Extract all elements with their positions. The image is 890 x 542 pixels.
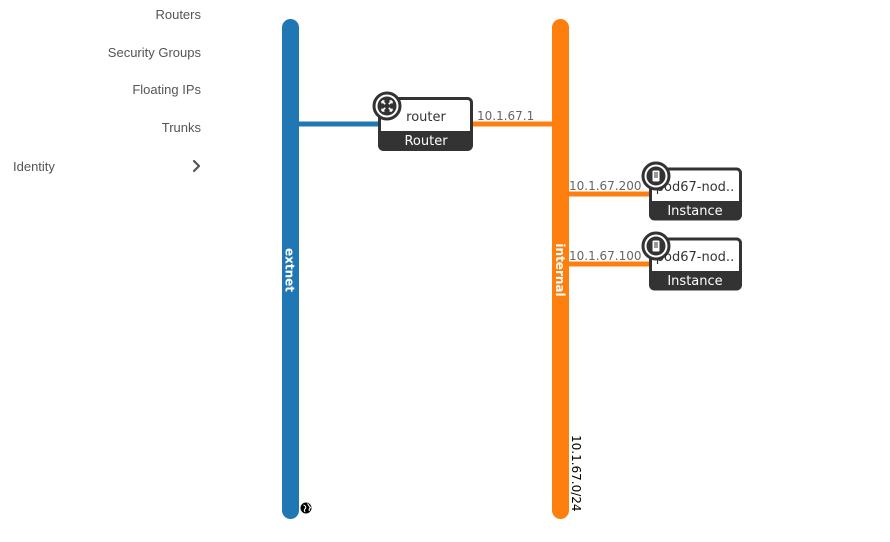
network-bar[interactable] [282, 19, 299, 519]
instance-type-label: Instance [667, 274, 722, 289]
network-label: extnet [283, 248, 297, 292]
instance-node[interactable]: pod67-nod.. Instance [641, 161, 742, 221]
network-cidr: 10.1.67.0/24 [569, 435, 583, 512]
router-name: router [406, 110, 446, 125]
router-icon [372, 91, 402, 121]
sidebar-item-floating-ips[interactable]: Floating IPs [132, 82, 201, 97]
network-internal[interactable]: internal 10.1.67.0/24 [552, 19, 583, 519]
sidebar-item-label: Routers [155, 7, 201, 22]
instance-node[interactable]: pod67-nod.. Instance [641, 231, 742, 291]
sidebar-item-routers[interactable]: Routers [155, 7, 201, 22]
sidebar-item-label: Security Groups [107, 45, 201, 60]
topology-canvas: extnet internal 10.1.67.0/24 10.1.67.1 1… [215, 0, 890, 542]
chevron-right-icon [192, 159, 201, 173]
globe-icon [300, 502, 312, 514]
router-type-label: Router [404, 134, 448, 149]
server-icon [641, 161, 671, 191]
router-port-ip: 10.1.67.1 [477, 109, 534, 123]
network-label: internal [553, 243, 567, 296]
router-node[interactable]: router Router [372, 91, 473, 151]
topology-graph: extnet internal 10.1.67.0/24 10.1.67.1 1… [282, 19, 742, 519]
instance-port-ip: 10.1.67.200 [569, 179, 642, 193]
sidebar: Routers Security Groups Floating IPs Tru… [0, 0, 215, 542]
sidebar-item-trunks[interactable]: Trunks [162, 120, 201, 135]
sidebar-item-security-groups[interactable]: Security Groups [108, 45, 201, 60]
server-icon [641, 231, 671, 261]
instance-name: pod67-nod.. [656, 250, 734, 265]
network-bar[interactable] [552, 19, 569, 519]
instance-name: pod67-nod.. [656, 180, 734, 195]
sidebar-section-identity[interactable]: Identity [13, 159, 203, 174]
network-extnet[interactable]: extnet [282, 19, 299, 519]
sidebar-item-label: Trunks [161, 120, 201, 135]
instance-type-label: Instance [667, 204, 722, 219]
instance-port-ip: 10.1.67.100 [569, 249, 642, 263]
sidebar-item-label: Floating IPs [132, 82, 201, 97]
sidebar-section-label: Identity [13, 159, 55, 174]
